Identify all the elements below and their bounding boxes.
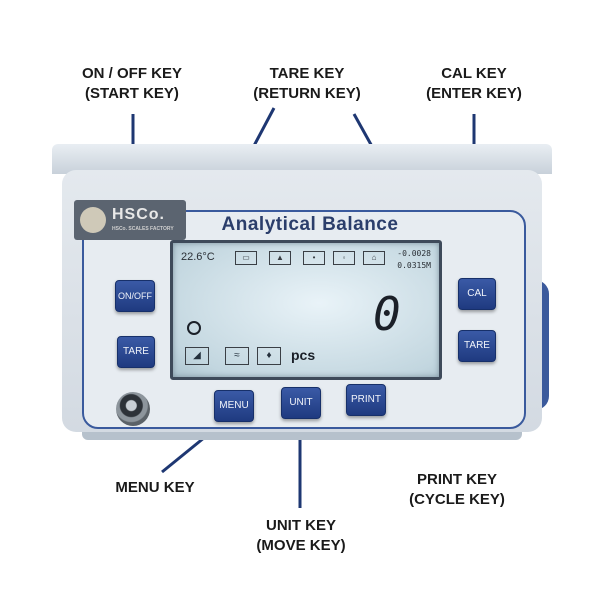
return-key-label: (RETURN KEY) [253,85,361,102]
balance-top-housing [52,144,552,174]
readout-top: -0.0028 [397,249,431,258]
wave-filter-icon: ≈ [225,347,249,365]
cal-key-label: CAL KEY [441,65,507,82]
print-key-callout: PRINT KEY (CYCLE KEY) [392,470,522,510]
lcd-display: 22.6°C ▭ ▲ • ◦ ⌂ -0.0028 0.0315M 0 ◢ ≈ ♦… [170,240,442,380]
on-off-button[interactable]: ON/OFF [115,280,155,312]
level-bubble-indicator [116,392,150,426]
cycle-key-label: (CYCLE KEY) [409,491,505,508]
device-title: Analytical Balance [221,214,399,235]
enter-key-label: (ENTER KEY) [426,85,522,102]
on-off-key-label: ON / OFF KEY [81,65,182,82]
unit-key-callout: UNIT KEY (MOVE KEY) [236,516,366,556]
level-icon: ▲ [269,251,291,265]
zero-icon: ◦ [333,251,355,265]
unit-button[interactable]: UNIT [281,387,321,419]
tare-button-left[interactable]: TARE [117,336,155,368]
readout-bottom: 0.0315M [397,261,431,270]
stability-icon: • [303,251,325,265]
start-key-label: (START KEY) [85,85,179,102]
brand-logo: HSCo. HSCo. SCALES FACTORY [74,200,186,240]
print-key-label: PRINT KEY [416,471,497,488]
cal-button[interactable]: CAL [458,278,496,310]
move-key-label: (MOVE KEY) [256,537,346,554]
menu-button[interactable]: MENU [214,390,254,422]
print-button[interactable]: PRINT [346,384,386,416]
unit-indicator: pcs [291,347,316,363]
temperature-readout: 22.6°C [181,251,215,263]
calibration-weight-icon: ▭ [235,251,257,265]
logo-emblem [80,207,106,233]
tare-key-label: TARE KEY [269,65,345,82]
logo-subtext: HSCo. SCALES FACTORY [112,226,174,232]
menu-key-label: MENU KEY [115,479,195,496]
unit-key-label: UNIT KEY [265,517,336,534]
cal-key-callout: CAL KEY (ENTER KEY) [404,64,544,104]
animal-weighing-icon: ◢ [185,347,209,365]
main-weight-value: 0 [373,287,401,341]
on-off-key-callout: ON / OFF KEY (START KEY) [62,64,202,104]
menu-key-callout: MENU KEY [90,478,220,498]
logo-text: HSCo. [112,206,165,223]
flask-icon: ⌂ [363,251,385,265]
tare-button-right[interactable]: TARE [458,330,496,362]
balance-base [82,432,522,440]
density-drops-icon: ♦ [257,347,281,365]
tare-key-callout: TARE KEY (RETURN KEY) [232,64,382,104]
stable-indicator-icon [187,321,201,335]
